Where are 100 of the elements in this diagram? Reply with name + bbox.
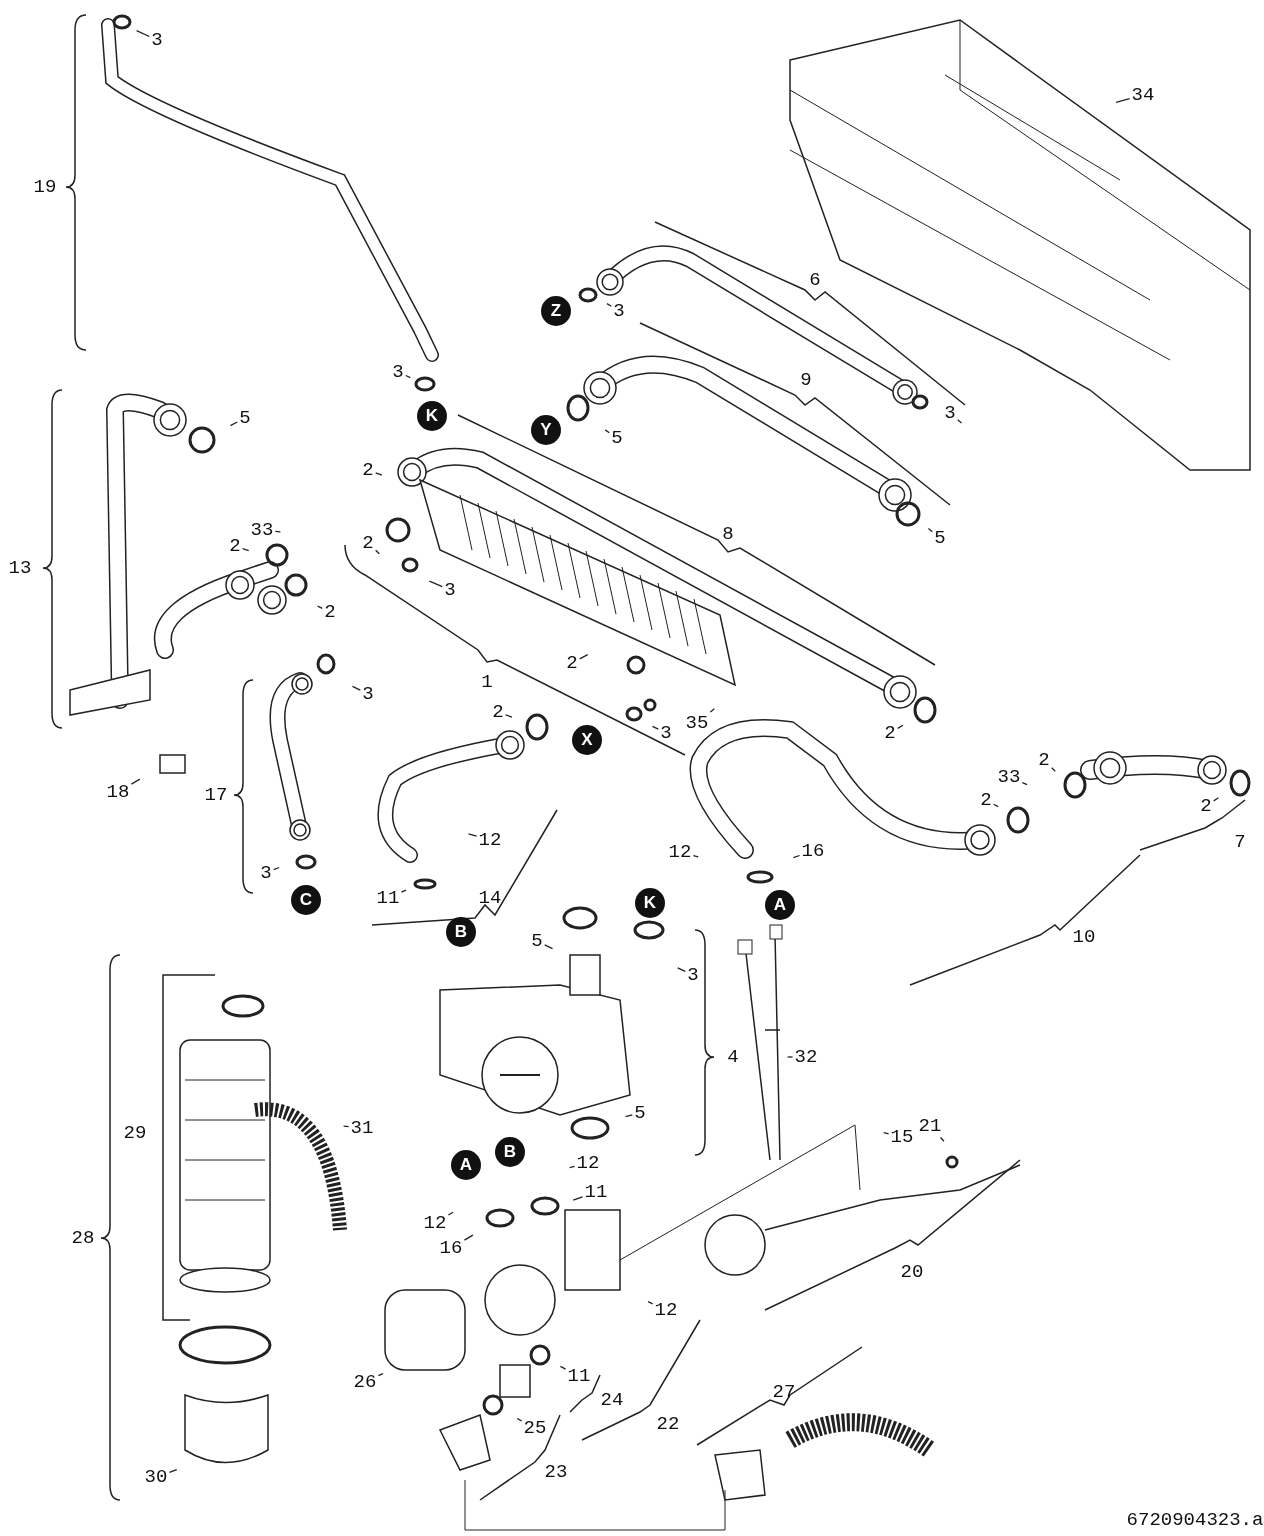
leader-line	[709, 708, 715, 713]
group-number: 20	[900, 1262, 924, 1282]
group-number: 7	[1234, 832, 1246, 852]
connection-marker: C	[291, 885, 321, 915]
callout-number: 3	[687, 965, 699, 985]
leader-line	[647, 1301, 654, 1305]
leader-line	[273, 866, 280, 871]
callout-number: 2	[980, 790, 992, 810]
callout-number: 11	[584, 1182, 608, 1202]
leader-line	[883, 1132, 890, 1135]
leader-line	[377, 1372, 384, 1377]
connection-marker: B	[446, 917, 476, 947]
leader-line	[786, 1056, 794, 1058]
leader-line	[405, 374, 411, 379]
callout-number: 3	[444, 580, 456, 600]
callout-number: 12	[576, 1153, 600, 1173]
connection-marker: Z	[541, 296, 571, 326]
callout-number: 2	[362, 533, 374, 553]
leader-line	[168, 1469, 178, 1473]
callout-number: 21	[918, 1116, 942, 1136]
group-number: 28	[71, 1228, 95, 1248]
callout-number: 11	[567, 1366, 591, 1386]
leader-line	[428, 580, 443, 588]
connection-marker: B	[495, 1137, 525, 1167]
leader-line	[692, 854, 699, 858]
group-number: 27	[772, 1382, 796, 1402]
group-number: 13	[8, 558, 32, 578]
leader-line	[351, 685, 361, 691]
callout-number: 33	[997, 767, 1021, 787]
leader-line	[1021, 781, 1028, 786]
callout-number: 35	[685, 713, 709, 733]
group-number: 4	[727, 1047, 739, 1067]
callout-number: 33	[250, 520, 274, 540]
connection-marker: Y	[531, 415, 561, 445]
leader-line	[447, 1211, 454, 1216]
leader-line	[624, 1114, 633, 1118]
leader-line	[569, 1165, 576, 1169]
leader-line	[579, 653, 589, 660]
leader-line	[544, 944, 554, 950]
callout-number: 11	[376, 888, 400, 908]
callout-number: 5	[239, 408, 251, 428]
group-number: 22	[656, 1414, 680, 1434]
leader-line	[242, 547, 250, 552]
leader-line	[463, 1234, 474, 1241]
callout-number: 3	[660, 723, 672, 743]
leader-line	[375, 549, 380, 555]
leader-line	[375, 472, 383, 476]
callout-number: 12	[654, 1300, 678, 1320]
callout-number: 12	[478, 830, 502, 850]
connection-marker: K	[417, 401, 447, 431]
connection-marker: X	[572, 725, 602, 755]
callout-number: 5	[531, 931, 543, 951]
leader-line	[572, 1196, 584, 1201]
group-number: 19	[33, 177, 57, 197]
callout-number: 5	[611, 428, 623, 448]
connection-marker: K	[635, 888, 665, 918]
leader-line	[135, 30, 150, 38]
leader-line	[342, 1125, 350, 1128]
leader-line	[505, 714, 513, 718]
leader-line	[993, 803, 999, 808]
callout-number: 26	[353, 1372, 377, 1392]
callout-number: 30	[144, 1467, 168, 1487]
group-number: 14	[478, 888, 502, 908]
group-number: 17	[204, 785, 228, 805]
leader-line	[130, 778, 141, 785]
leader-line	[897, 724, 904, 730]
leader-line	[927, 527, 933, 533]
callout-number: 18	[106, 782, 130, 802]
leader-line	[792, 854, 801, 859]
callout-number: 12	[423, 1213, 447, 1233]
callout-number: 2	[1038, 750, 1050, 770]
leader-line	[516, 1417, 523, 1422]
leader-line	[939, 1136, 945, 1142]
leader-line	[1115, 97, 1131, 103]
callout-number: 2	[884, 723, 896, 743]
callout-number: 2	[324, 602, 336, 622]
callout-number: 12	[668, 842, 692, 862]
group-number: 8	[722, 524, 734, 544]
callout-number: 2	[492, 702, 504, 722]
leader-line	[1213, 797, 1220, 802]
leader-line	[677, 967, 686, 973]
callout-number: 16	[439, 1238, 463, 1258]
group-number: 6	[809, 270, 821, 290]
callout-number: 15	[890, 1127, 914, 1147]
figure-code: 6720904323.a	[1126, 1510, 1264, 1530]
group-number: 24	[600, 1390, 624, 1410]
leader-line	[606, 302, 612, 307]
callout-number: 2	[566, 653, 578, 673]
callout-number: 3	[260, 863, 272, 883]
callout-number: 3	[392, 362, 404, 382]
group-number: 9	[800, 370, 812, 390]
connection-marker: A	[765, 890, 795, 920]
callout-number: 3	[944, 403, 956, 423]
callout-number: 3	[151, 30, 163, 50]
group-number: 1	[481, 672, 493, 692]
callout-number: 34	[1131, 85, 1155, 105]
leader-line	[467, 833, 478, 837]
callout-number: 5	[634, 1103, 646, 1123]
leader-line	[651, 725, 659, 730]
callout-number: 25	[523, 1418, 547, 1438]
